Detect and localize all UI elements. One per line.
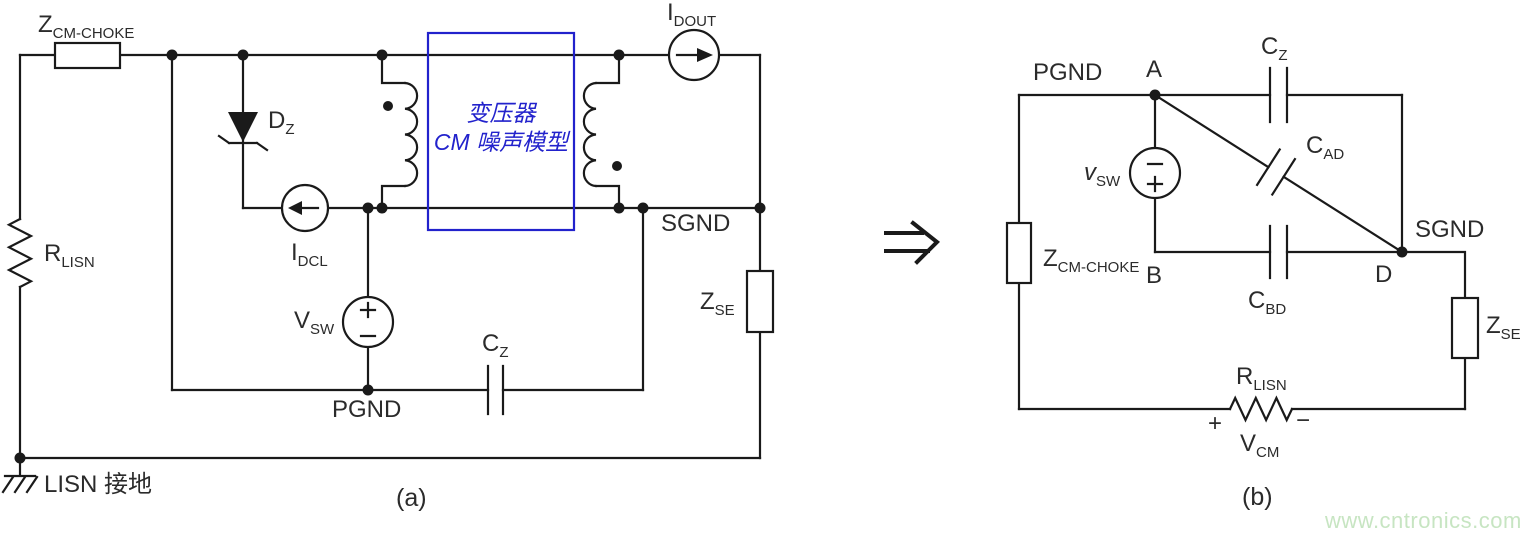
cz-capacitor-a [486,364,505,416]
label-pgnd-b: PGND [1033,59,1103,86]
plus-sign [1146,175,1164,193]
vsw-voltage-source-a [341,206,395,392]
caption-a: (a) [396,484,427,512]
zse-impedance-box-b [1450,296,1480,360]
circuit-b [1005,66,1480,423]
circuit-a [1,28,775,494]
caption-b: (b) [1242,483,1273,511]
site-watermark: www.cntronics.com [1325,508,1522,533]
cm-choke-impedance-box-a [53,41,122,70]
zener-diode [217,53,269,210]
label-i-dcl: IDCL [291,239,328,270]
transformer-text-line2: CM 噪声模型 [433,129,569,155]
label-z-se-a: ZSE [700,288,735,319]
plus-sign [359,301,377,319]
label-c-bd: CBD [1248,287,1287,318]
transformer-cm-model-box [426,31,576,232]
cz-capacitor-b [1268,66,1289,124]
earth-ground-icon [1,456,39,494]
primary-winding [380,53,419,210]
lisn-resistor-a [6,217,34,289]
idout-current-source [667,28,721,82]
label-r-lisn-b: RLISN [1236,363,1287,394]
label-lisn-ground: LISN 接地 [44,471,153,498]
implies-arrow-icon [884,220,941,265]
label-node-a: A [1146,56,1163,83]
label-node-b: B [1146,262,1163,289]
label-sgnd-b: SGND [1415,216,1485,243]
polarity-dot-secondary [612,161,622,171]
label-minus-vcm: − [1296,407,1311,434]
junction-dots-b [1149,89,1408,258]
label-z-cm-choke-b: ZCM-CHOKE [1043,245,1140,276]
cm-choke-impedance-box-b [1005,221,1033,285]
label-c-z-b: CZ [1261,33,1288,64]
label-v-cm: VCM [1240,430,1280,461]
transformer-cm-model-text: 变压器 CM 噪声模型 [428,99,574,157]
label-v-sw-a: VSW [294,307,335,338]
label-v-sw-b: vSW [1084,159,1121,190]
label-c-z-a: CZ [482,330,509,361]
idcl-current-source [280,183,330,233]
label-plus-vcm: + [1208,410,1223,437]
label-node-d: D [1375,261,1393,288]
secondary-winding [582,53,622,210]
transformer-text-line1: 变压器 [466,100,536,126]
label-z-cm-choke-a: ZCM-CHOKE [38,11,135,42]
cbd-capacitor [1268,224,1289,280]
label-z-se-b: ZSE [1486,312,1521,343]
label-d-z: DZ [268,107,295,138]
junction-dots-a [14,49,766,464]
zse-impedance-box-a [745,269,775,334]
cad-capacitor-diagonal [1153,93,1404,254]
polarity-dot-primary [383,101,393,111]
label-c-ad: CAD [1306,132,1345,163]
label-r-lisn-a: RLISN [44,240,95,271]
vsw-voltage-source-b [1128,93,1182,254]
label-sgnd-a: SGND [661,210,731,237]
lisn-resistor-b [1228,395,1294,423]
label-pgnd-a: PGND [332,396,402,423]
label-i-dout: IDOUT [667,0,717,30]
